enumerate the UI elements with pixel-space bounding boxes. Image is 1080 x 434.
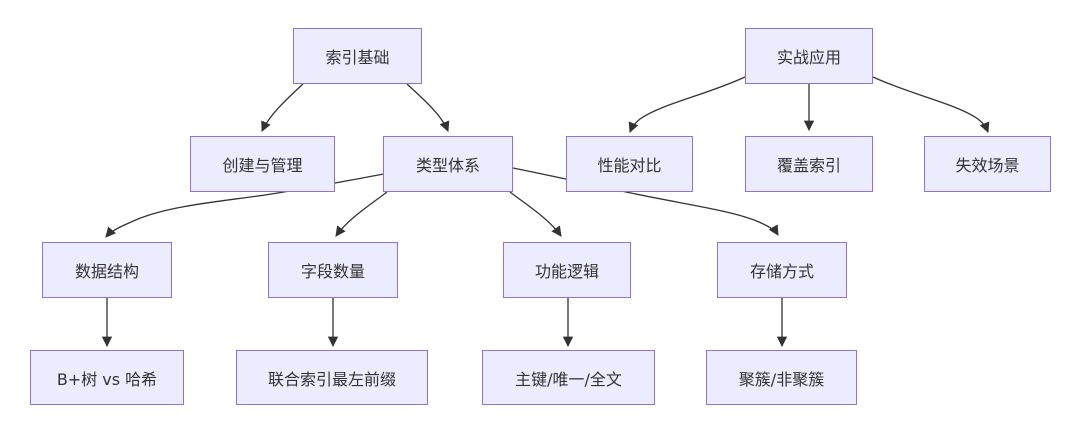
node-data-structure: 数据结构 xyxy=(42,242,172,298)
node-failure-scenarios: 失效场景 xyxy=(924,136,1051,192)
node-performance-comparison: 性能对比 xyxy=(566,136,693,192)
node-composite-leftmost-prefix: 联合索引最左前缀 xyxy=(236,350,428,405)
node-storage-method: 存储方式 xyxy=(717,242,847,298)
edge-index-basics-to-create-manage xyxy=(261,83,304,132)
node-clustered-nonclustered: 聚簇/非聚簇 xyxy=(706,350,857,405)
edge-type-system-to-function-logic xyxy=(509,191,562,237)
node-btree-vs-hash: B+树 vs 哈希 xyxy=(30,350,184,405)
node-primary-unique-fulltext: 主键/唯一/全文 xyxy=(482,350,655,405)
edge-type-system-to-field-count xyxy=(335,191,388,237)
node-covering-index: 覆盖索引 xyxy=(745,136,873,192)
node-practical-application: 实战应用 xyxy=(745,28,873,84)
node-field-count: 字段数量 xyxy=(268,242,398,298)
edge-practical-application-to-performance-comparison xyxy=(628,76,746,133)
node-index-basics: 索引基础 xyxy=(293,28,422,84)
node-type-system: 类型体系 xyxy=(383,136,513,192)
node-function-logic: 功能逻辑 xyxy=(503,242,631,298)
edge-index-basics-to-type-system xyxy=(406,83,450,132)
edge-practical-application-to-failure-scenarios xyxy=(872,76,990,133)
node-create-manage: 创建与管理 xyxy=(190,136,335,192)
